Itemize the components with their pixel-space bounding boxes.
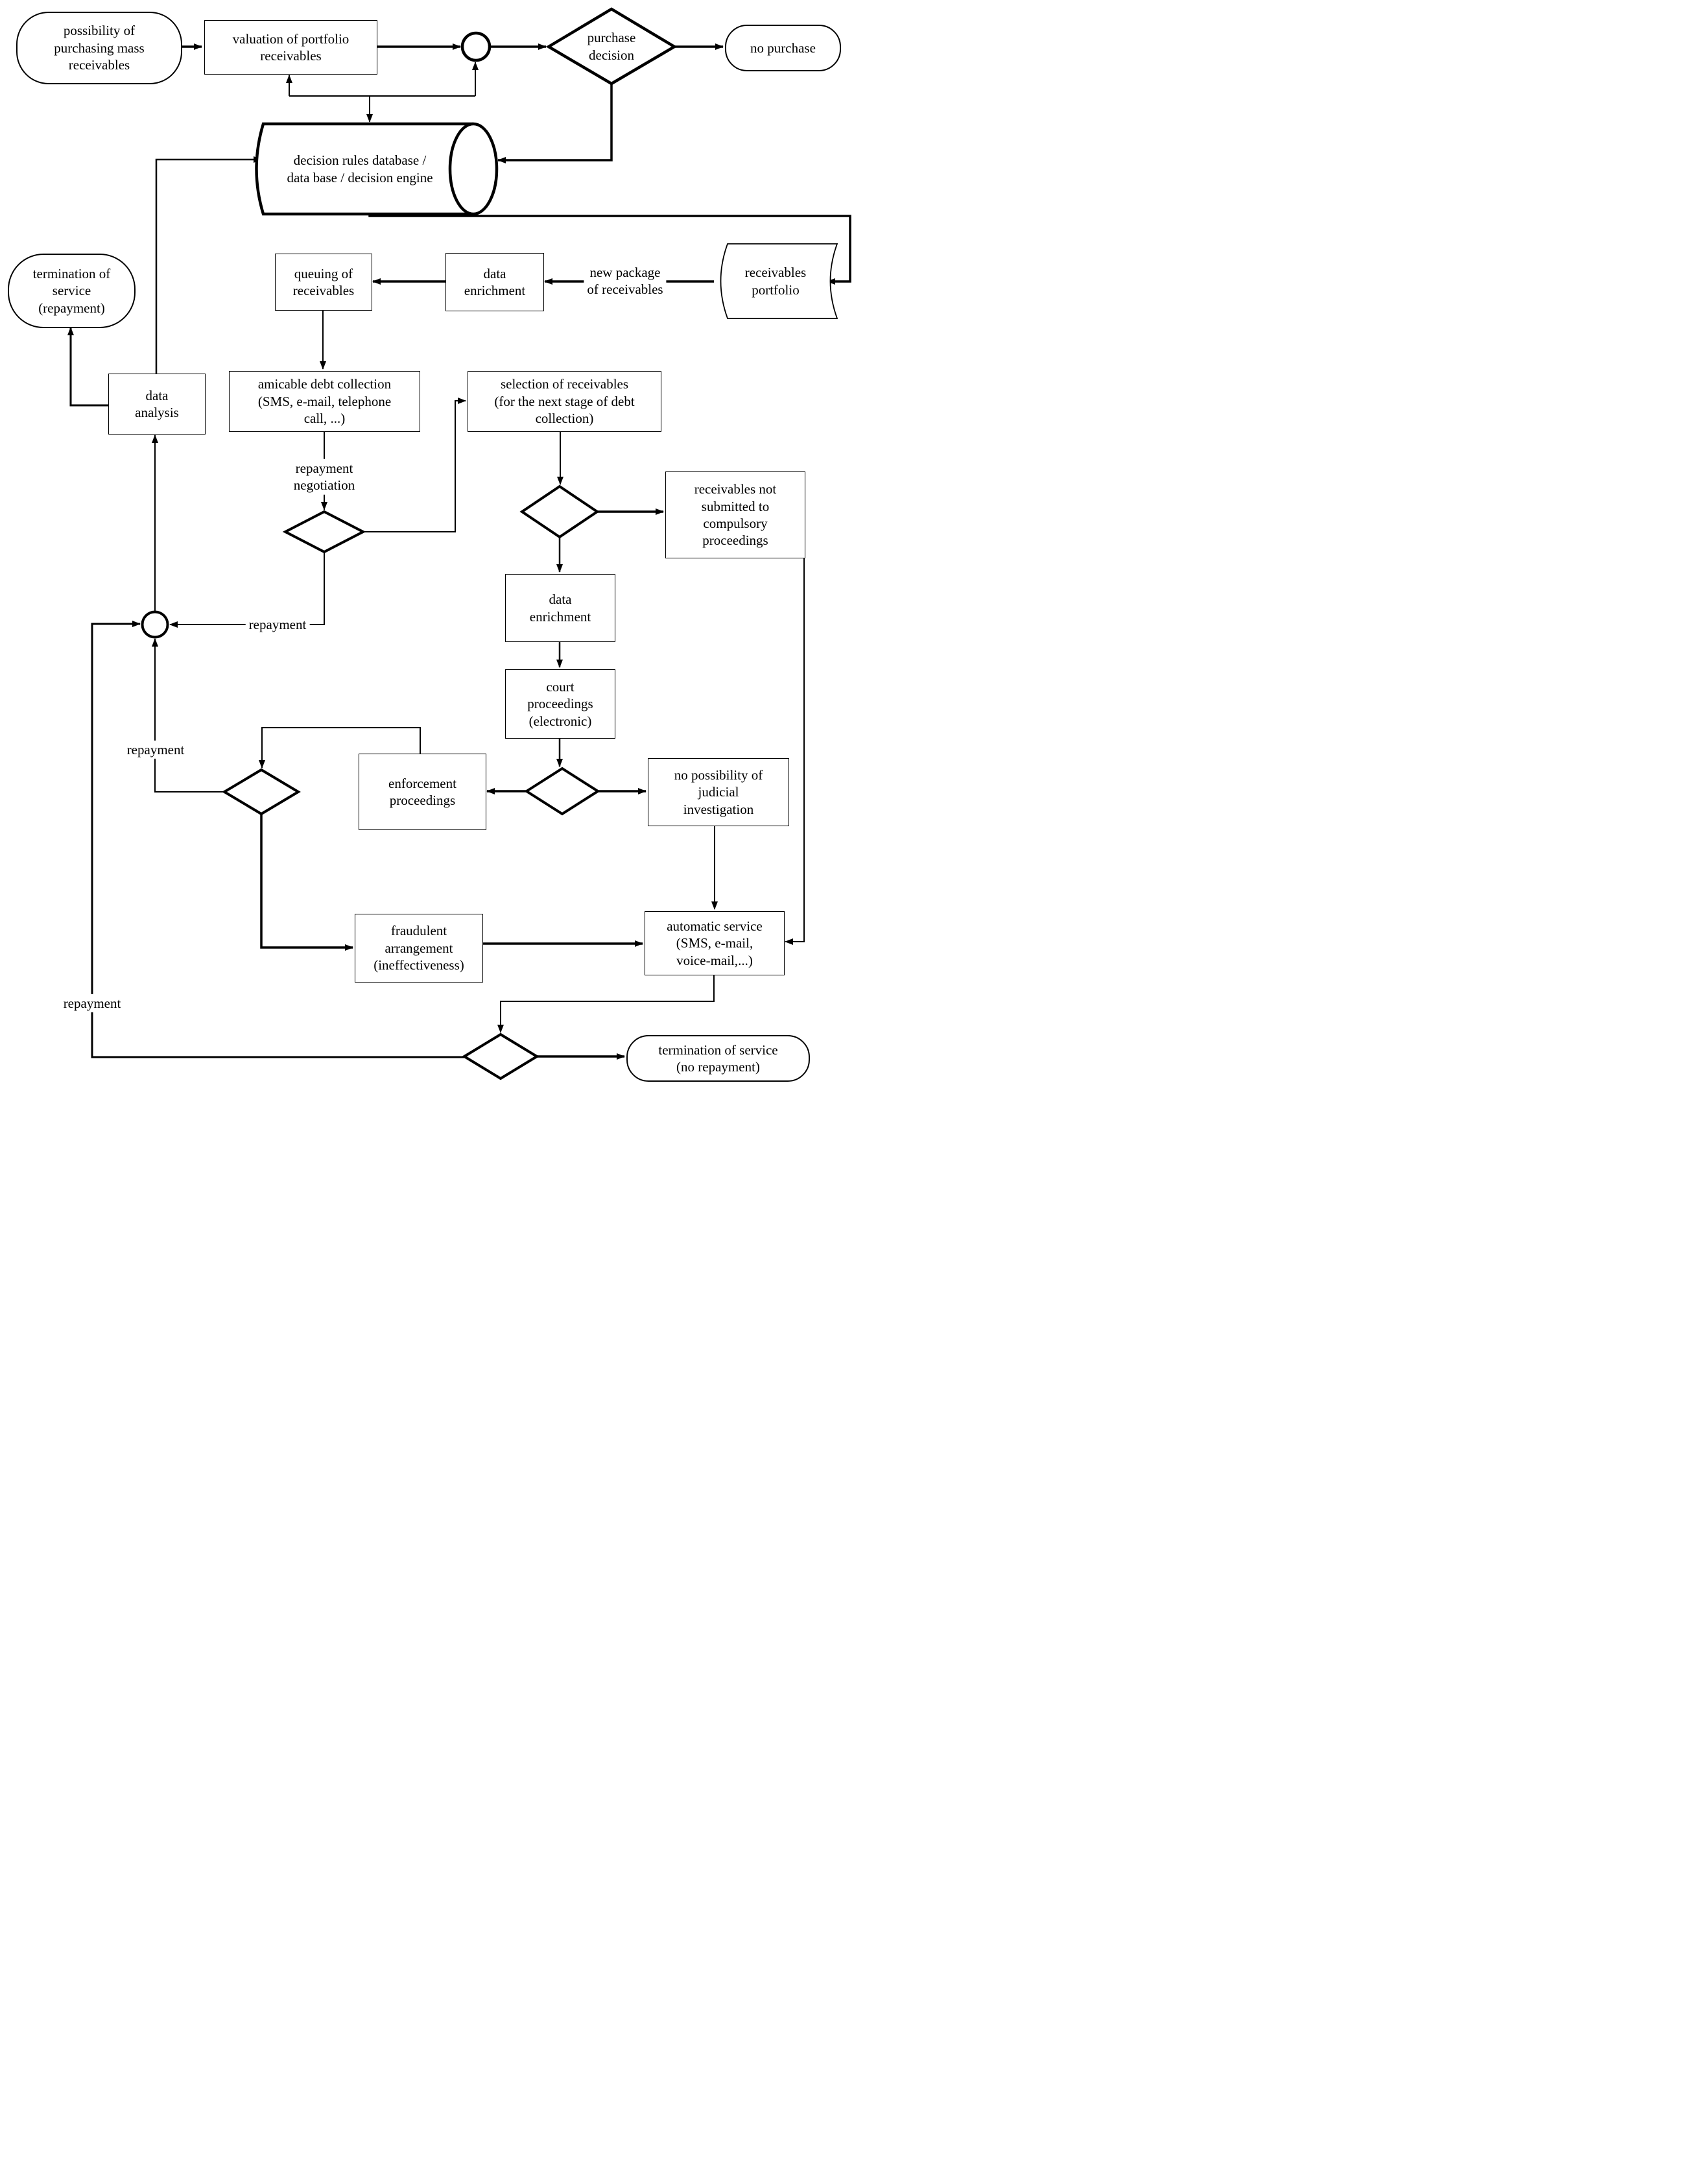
label-repayment-bottom: repayment — [60, 994, 125, 1013]
not-submitted-box: receivables not submitted to compulsory … — [665, 471, 805, 558]
amicable-collection-box: amicable debt collection (SMS, e-mail, t… — [229, 371, 420, 432]
label-repayment-left: repayment — [123, 740, 188, 759]
edge-automatic-final — [497, 974, 715, 1033]
negotiation-outcome-diamond — [282, 510, 366, 554]
edge-enfoutcome-fraudulent — [260, 814, 353, 951]
termination-repayment-terminator: termination of service (repayment) — [8, 254, 136, 328]
final-outcome-diamond — [462, 1032, 540, 1080]
no-possibility-box: no possibility of judicial investigation — [648, 758, 789, 826]
receivables-portfolio-label: receivables portfolio — [744, 265, 807, 298]
edge-final-junction — [91, 621, 464, 1058]
edge-analysis-termination — [67, 327, 108, 407]
edge-notsubmitted-automatic — [785, 514, 805, 945]
automatic-service-box: automatic service (SMS, e-mail, voice-ma… — [645, 911, 785, 975]
court-outcome-diamond — [524, 767, 600, 816]
edge-analysis-database — [155, 156, 262, 374]
decision-database-cylinder-lid — [448, 122, 499, 216]
label-repayment-negotiation: repayment negotiation — [290, 459, 359, 495]
court-proceedings-box: court proceedings (electronic) — [505, 669, 615, 739]
junction-circle-mid — [141, 610, 169, 639]
termination-no-repayment-terminator: termination of service (no repayment) — [626, 1035, 810, 1082]
edge-enfoutcome-junction — [152, 638, 224, 793]
edge-negotiation-junction — [169, 552, 325, 628]
data-enrichment-box-1: data enrichment — [445, 253, 544, 311]
purchase-decision-label: purchase decision — [587, 30, 636, 63]
edge-negotiation-selection — [363, 398, 466, 532]
flowchart-canvas: possibility of purchasing mass receivabl… — [0, 0, 854, 1091]
receivables-portfolio-stored-data-shape — [720, 243, 838, 319]
label-repayment-mid: repayment — [245, 615, 310, 634]
data-analysis-box: data analysis — [108, 374, 206, 435]
valuation-box: valuation of portfolio receivables — [204, 20, 377, 75]
selection-box: selection of receivables (for the next s… — [468, 371, 661, 432]
start-terminator: possibility of purchasing mass receivabl… — [16, 12, 182, 84]
decision-database-cylinder-body — [255, 122, 473, 216]
no-purchase-terminator: no purchase — [725, 25, 841, 71]
data-enrichment-box-2: data enrichment — [505, 574, 615, 642]
label-new-package: new package of receivables — [584, 263, 667, 299]
compulsory-selection-diamond — [519, 484, 600, 539]
edge-purchase-database — [497, 84, 613, 163]
purchase-decision-diamond — [545, 7, 678, 86]
decision-database-label: decision rules database / data base / de… — [287, 152, 433, 185]
junction-circle-top — [460, 31, 492, 62]
fraudulent-box: fraudulent arrangement (ineffectiveness) — [355, 914, 483, 983]
enforcement-outcome-diamond — [222, 768, 301, 816]
enforcement-box: enforcement proceedings — [359, 754, 486, 830]
queuing-box: queuing of receivables — [275, 254, 372, 311]
flowchart-wires-layer — [67, 7, 851, 1080]
edge-enforcement-enfoutcome — [259, 727, 421, 769]
